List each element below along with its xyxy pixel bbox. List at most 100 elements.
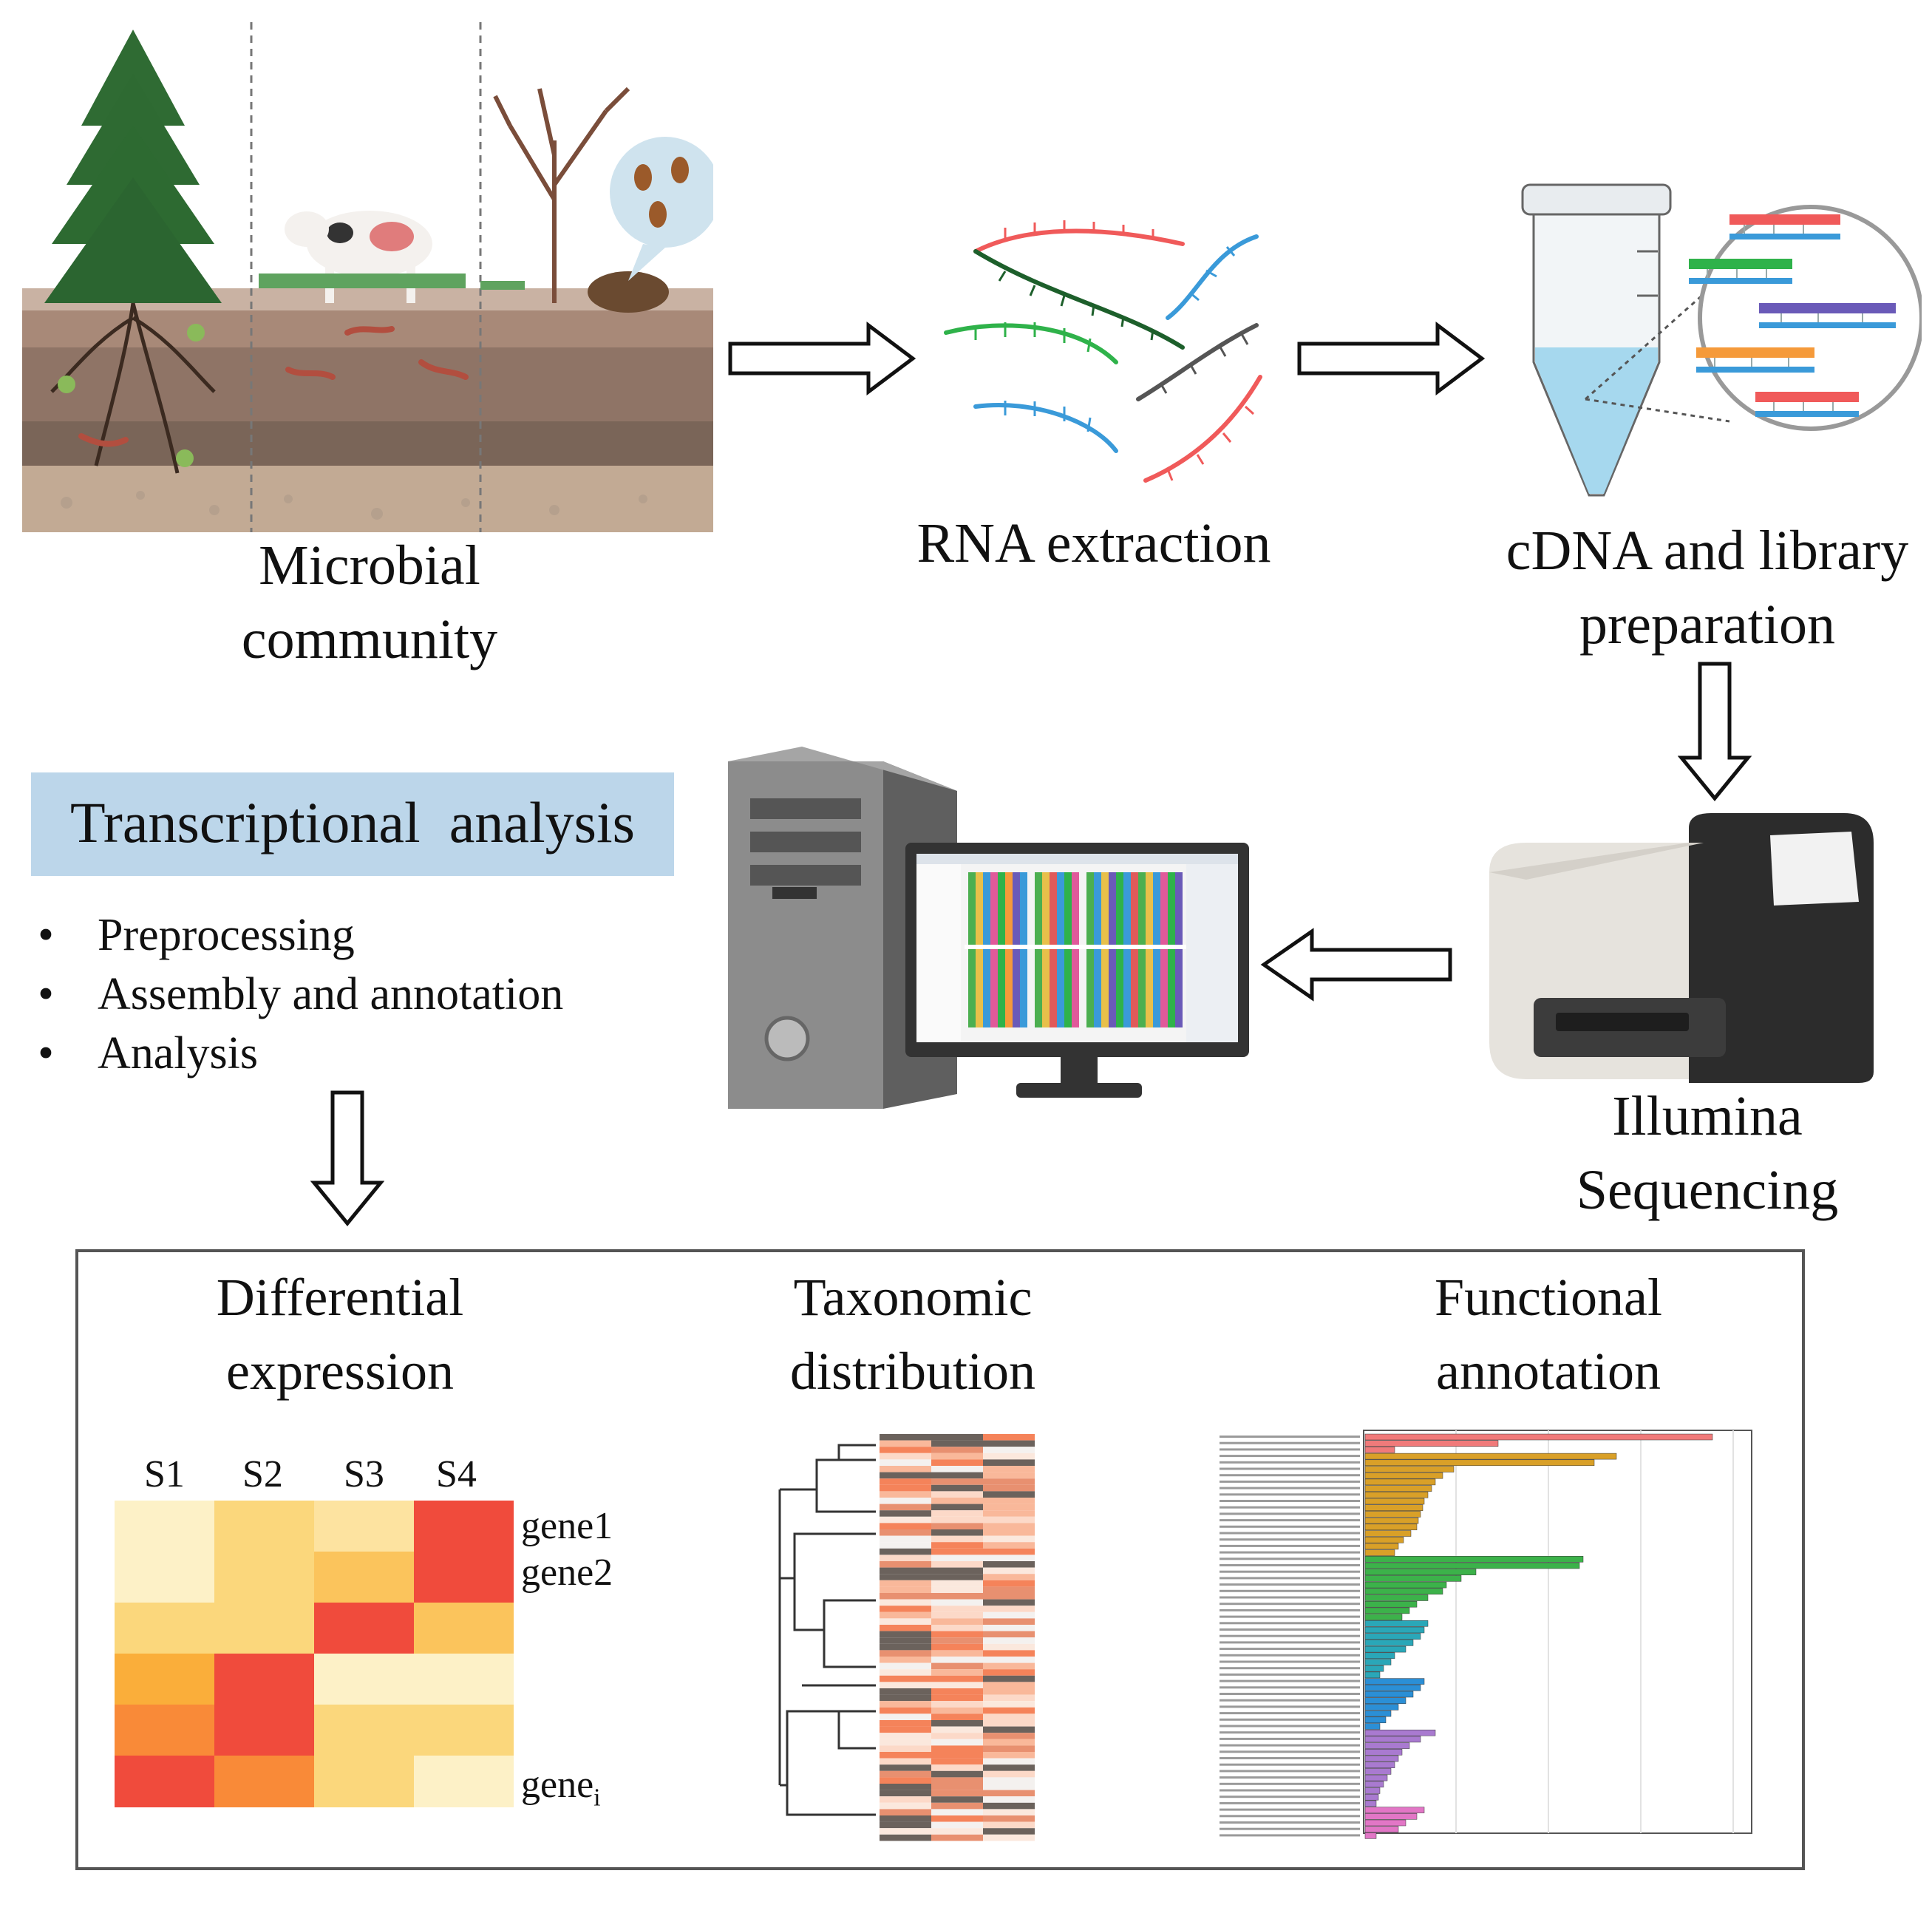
heat-cell [983, 1675, 1035, 1682]
heat-cell [983, 1650, 1035, 1657]
bar [1364, 1433, 1713, 1441]
heat-cell [880, 1784, 931, 1790]
heat-cell [983, 1815, 1035, 1822]
heat-cell [983, 1784, 1035, 1790]
bar-label-placeholder [1220, 1467, 1360, 1470]
magnifier-bugs-icon [610, 137, 713, 281]
bar [1364, 1543, 1399, 1550]
heat-cell [931, 1758, 983, 1765]
heat-cell [983, 1777, 1035, 1784]
bar-label-placeholder [1220, 1796, 1360, 1798]
microbial-community-illustration [22, 22, 713, 532]
bar [1364, 1736, 1421, 1743]
arrow-right-icon [1297, 322, 1486, 395]
bar-label-placeholder [1220, 1744, 1360, 1747]
heat-cell [931, 1745, 983, 1752]
transcriptional-analysis-title: Transcriptional analysis [69, 790, 636, 855]
heat-cell [931, 1466, 983, 1472]
heat-cell [983, 1790, 1035, 1797]
gene-label: gene1 [521, 1505, 613, 1547]
heat-cell [983, 1574, 1035, 1580]
bar-label-placeholder [1220, 1544, 1360, 1547]
heat-cell [931, 1815, 983, 1822]
arrow-down-icon [310, 1090, 384, 1226]
bar [1364, 1710, 1392, 1717]
heat-cell [983, 1593, 1035, 1600]
heat-cell [880, 1447, 931, 1453]
heat-cell [983, 1828, 1035, 1835]
bar-label-placeholder [1220, 1660, 1360, 1663]
heat-cell [983, 1694, 1035, 1702]
heat-cell [880, 1682, 931, 1688]
bar [1364, 1614, 1403, 1620]
heat-cell [880, 1453, 931, 1460]
heat-cell [880, 1662, 931, 1670]
bar-label-placeholder [1220, 1673, 1360, 1676]
heat-cell [983, 1580, 1035, 1587]
heat-cell [931, 1574, 983, 1580]
heat-cell [931, 1567, 983, 1574]
bar-label-placeholder [1220, 1737, 1360, 1740]
heat-cell [880, 1548, 931, 1555]
bullet-text: Preprocessing [98, 910, 355, 960]
bar [1364, 1447, 1395, 1453]
heat-cell [931, 1764, 983, 1771]
bar-label-placeholder [1220, 1731, 1360, 1734]
heat-cell [931, 1643, 983, 1651]
bar [1364, 1652, 1395, 1659]
heat-cell [880, 1669, 931, 1676]
bar-label-placeholder [1220, 1801, 1360, 1804]
heat-cell [983, 1682, 1035, 1688]
heat-cell [880, 1440, 931, 1447]
heat-cell [931, 1669, 983, 1676]
heat-cell [880, 1777, 931, 1784]
heat-cell [880, 1434, 931, 1441]
heat-cell [983, 1472, 1035, 1479]
illumina-sequencer-illustration [1489, 813, 1874, 1083]
bar-label-placeholder [1220, 1641, 1360, 1644]
bar-label-placeholder [1220, 1525, 1360, 1528]
taxonomic-heatmap-dendrogram [778, 1434, 1035, 1841]
heat-cell [983, 1447, 1035, 1453]
heat-cell [931, 1498, 983, 1504]
heat-cell [880, 1828, 931, 1835]
heat-cell [931, 1713, 983, 1720]
heat-cell [880, 1745, 931, 1752]
bar-label-placeholder [1220, 1538, 1360, 1541]
bar [1364, 1588, 1443, 1595]
heat-cell [983, 1643, 1035, 1651]
heat-cell [983, 1523, 1035, 1529]
heat-cell [931, 1682, 983, 1688]
heat-cell [983, 1561, 1035, 1568]
heat-cell [983, 1688, 1035, 1695]
bar [1364, 1492, 1429, 1498]
bar [1364, 1575, 1462, 1582]
heat-cell [880, 1657, 931, 1663]
bar-label-placeholder [1220, 1557, 1360, 1560]
heat-cell [880, 1752, 931, 1759]
microbial-community-label: Microbial community [241, 534, 498, 670]
bar [1364, 1594, 1429, 1601]
bar [1364, 1472, 1443, 1479]
heat-cell [931, 1440, 983, 1447]
heat-cell [880, 1790, 931, 1797]
bar [1364, 1800, 1377, 1807]
heat-cell [880, 1618, 931, 1625]
heat-cell [931, 1796, 983, 1803]
heat-cell [931, 1529, 983, 1536]
bar [1364, 1620, 1429, 1627]
bar [1364, 1511, 1421, 1518]
bar-label-placeholder [1220, 1712, 1360, 1715]
results-panel [75, 1249, 1805, 1870]
bar-label-placeholder [1220, 1757, 1360, 1759]
heat-cell [931, 1561, 983, 1568]
bar [1364, 1832, 1377, 1839]
bar [1364, 1659, 1392, 1665]
bar [1364, 1749, 1403, 1756]
heat-cell [880, 1561, 931, 1568]
heat-cell [931, 1555, 983, 1561]
heat-cell [931, 1548, 983, 1555]
bar-label-placeholder [1220, 1628, 1360, 1631]
heat-cell [931, 1770, 983, 1778]
bar [1364, 1633, 1421, 1640]
